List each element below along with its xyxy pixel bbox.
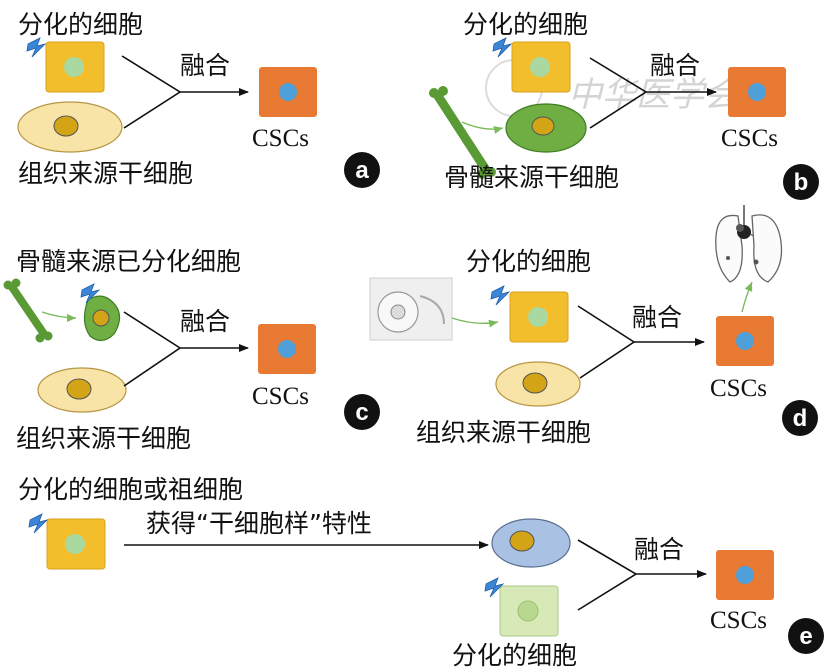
panel-d-tag-text: d <box>793 405 808 432</box>
panel-d-result-label: CSCs <box>710 375 767 402</box>
panel-c-tag <box>344 394 380 430</box>
panel-a-tag <box>344 152 380 188</box>
panel-b-migration-arrow <box>461 121 504 134</box>
bone-icon <box>3 278 53 343</box>
panel-e-tag <box>788 618 824 654</box>
panel-a-tag-text: a <box>355 157 369 184</box>
panel-a-top-label: 分化的细胞 <box>18 10 143 39</box>
panel-d: 分化的细胞 组织来源干细胞 融合 CSCs <box>369 205 818 447</box>
panel-d-fusion-lines <box>577 305 636 379</box>
panel-e-result-label: CSCs <box>710 607 767 634</box>
panel-d-metastasis-arrow <box>741 281 753 313</box>
panel-d-differentiated-nucleus <box>528 307 548 327</box>
lightning-icon <box>492 37 512 58</box>
lung-icon <box>715 205 783 283</box>
panel-e-tag-text: e <box>799 623 812 650</box>
panel-c-top-label: 骨髓来源已分化细胞 <box>16 247 241 276</box>
panel-b-result-label: CSCs <box>721 125 778 152</box>
panel-c-cscs-nucleus <box>278 340 296 358</box>
panel-d-tissue-stem-nucleus <box>522 372 548 394</box>
panel-a: 分化的细胞 组织来源干细胞 融合 CSCs a <box>17 10 380 188</box>
panel-e-differentiated-nucleus <box>65 534 85 554</box>
panel-c-fusion-lines <box>123 311 182 387</box>
panel-a-tissue-stem-nucleus <box>53 115 79 137</box>
panel-a-fusion-lines <box>121 55 182 129</box>
panel-e: 分化的细胞或祖细胞 获得“干细胞样”特性 分化的细胞 融合 CSCs e <box>18 475 824 670</box>
panel-b-bottom-label: 骨髓来源干细胞 <box>444 163 619 192</box>
panel-a-cscs-nucleus <box>279 83 297 101</box>
panel-b-fusion-label: 融合 <box>650 51 700 80</box>
panel-e-fusion-lines <box>577 539 638 611</box>
panel-b-differentiated-nucleus <box>530 57 550 77</box>
panel-b-tag-text: b <box>794 169 809 196</box>
bone-icon <box>429 86 496 179</box>
lightning-icon <box>490 285 510 306</box>
panel-b: 分化的细胞 骨髓来源干细胞 融合 CSCs b <box>429 10 819 200</box>
panel-e-stemlike-nucleus <box>509 530 535 552</box>
panel-d-cscs-nucleus <box>736 332 754 350</box>
panel-c-tissue-stem-nucleus <box>66 378 92 400</box>
panel-c-migration-arrow <box>41 311 77 322</box>
panel-b-bone-marrow-nucleus <box>531 116 555 136</box>
panel-b-tag <box>783 164 819 200</box>
panel-b-top-label: 分化的细胞 <box>463 10 588 39</box>
panel-d-fusion-label: 融合 <box>632 303 682 332</box>
panel-b-cscs-nucleus <box>748 83 766 101</box>
breast-tissue-photo-icon <box>369 277 453 341</box>
panel-e-differentiated-nucleus-2 <box>517 600 539 622</box>
panel-d-bottom-label: 组织来源干细胞 <box>416 418 591 447</box>
panel-c-fusion-label: 融合 <box>180 307 230 336</box>
panel-c-result-label: CSCs <box>252 383 309 410</box>
panel-e-cscs-nucleus <box>736 566 754 584</box>
panel-d-migration-arrow <box>451 317 499 328</box>
panel-a-differentiated-nucleus <box>64 57 84 77</box>
panel-c-bone-marrow-nucleus <box>92 309 110 327</box>
panel-a-bottom-label: 组织来源干细胞 <box>18 159 193 188</box>
panel-c-bottom-label: 组织来源干细胞 <box>16 424 191 453</box>
panel-e-bottom-label: 分化的细胞 <box>452 641 577 670</box>
panel-d-top-label: 分化的细胞 <box>466 247 591 276</box>
panel-a-fusion-label: 融合 <box>180 51 230 80</box>
panel-e-fusion-label: 融合 <box>634 535 684 564</box>
lightning-icon <box>26 37 46 58</box>
panel-e-top-label: 分化的细胞或祖细胞 <box>18 475 243 504</box>
panel-c-tag-text: c <box>355 399 368 426</box>
panel-c: 骨髓来源已分化细胞 组织来源干细胞 融合 CSCs c <box>3 247 380 453</box>
panel-d-tag <box>782 400 818 436</box>
panel-a-result-label: CSCs <box>252 125 309 152</box>
lightning-icon <box>28 513 48 534</box>
panel-e-acquire-label: 获得“干细胞样”特性 <box>146 509 372 538</box>
watermark-text: 中华医学会 <box>568 75 742 115</box>
